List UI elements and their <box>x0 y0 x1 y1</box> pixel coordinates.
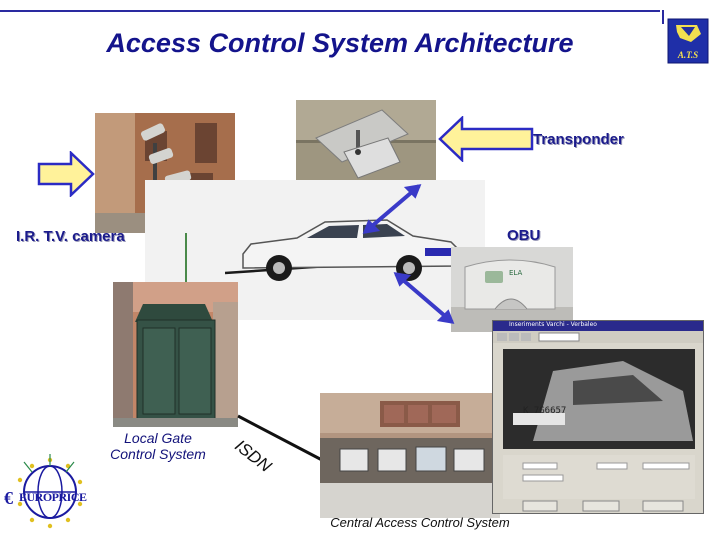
software-title-text: Inseriments Varchi - Verbaleo <box>509 321 597 328</box>
local-gate-label: Local Gate Control System <box>92 430 224 462</box>
local-gate-label-line2: Control System <box>110 446 206 462</box>
software-plate-text: K 7G6657 <box>523 406 567 416</box>
camera-link-line <box>185 233 187 283</box>
local-gate-label-line1: Local Gate <box>124 430 192 446</box>
slide-title: Access Control System Architecture <box>106 28 574 58</box>
camera-pointer-arrow-icon <box>37 151 95 197</box>
top-rule-corner <box>662 10 664 24</box>
europrice-logo: € EUROPRICE <box>2 452 94 538</box>
transponder-label: Transponder <box>533 131 624 148</box>
svg-text:€: € <box>4 488 13 508</box>
car-obu-link-arrow-icon <box>393 272 455 324</box>
europrice-logo-text: EUROPRICE <box>19 490 87 504</box>
camera-label: I.R. T.V. camera <box>16 228 125 245</box>
ats-logo-text: A.T.S <box>677 50 699 60</box>
isdn-link-line <box>237 414 323 462</box>
central-system-label: Central Access Control System <box>330 515 510 530</box>
ats-logo: A.T.S <box>667 18 709 64</box>
top-rule <box>0 10 660 12</box>
transponder-pointer-arrow-icon <box>438 116 534 162</box>
svg-text:ELA: ELA <box>509 269 522 277</box>
europrice-globe-icon: € <box>4 454 83 529</box>
central-software-window: Inseriments Varchi - Verbaleo K 7G6657 <box>492 320 704 514</box>
obu-label: OBU <box>507 227 541 244</box>
ats-logo-icon <box>667 18 709 64</box>
obu-photo: ELA <box>451 247 573 332</box>
control-room-photo <box>320 393 500 518</box>
car-transponder-link-arrow-icon <box>362 184 422 234</box>
local-gate-photo <box>113 282 238 427</box>
software-title-bar: Inseriments Varchi - Verbaleo <box>493 321 703 331</box>
